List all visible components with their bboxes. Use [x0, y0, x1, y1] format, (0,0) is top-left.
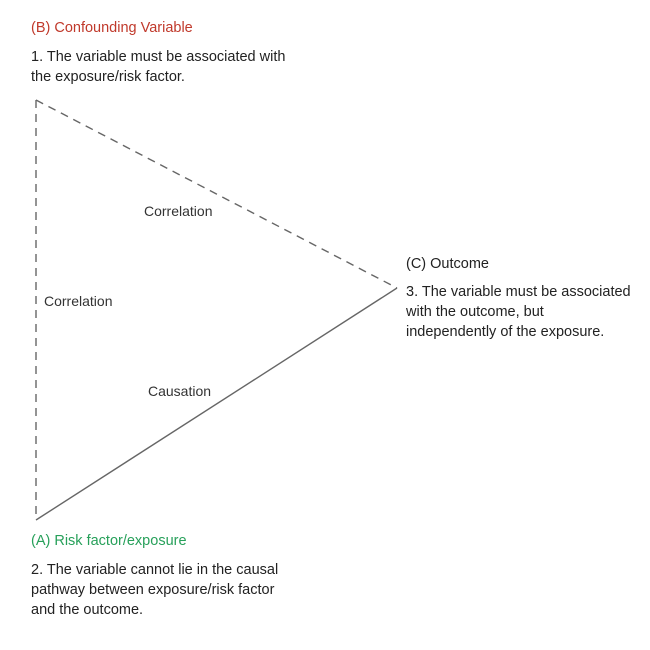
confounder-desc-line-1: 1. The variable must be associated with — [31, 49, 286, 65]
edge-confounder-outcome-line — [35, 99, 398, 289]
exposure-title: (A) Risk factor/exposure — [31, 533, 187, 549]
exposure-description: 2. The variable cannot lie in the causal… — [31, 560, 278, 620]
outcome-description: 3. The variable must be associated with … — [406, 282, 631, 342]
exposure-desc-line-3: and the outcome. — [31, 602, 144, 618]
outcome-desc-line-2: with the outcome, but — [406, 304, 544, 320]
confounder-description: 1. The variable must be associated with … — [31, 47, 285, 87]
outcome-title: (C) Outcome — [406, 256, 489, 272]
confounder-desc-line-2: the exposure/risk factor. — [31, 69, 185, 85]
edge-exposure-outcome-label: Causation — [148, 383, 212, 399]
confounder-title: (B) Confounding Variable — [31, 20, 193, 36]
exposure-desc-line-2: pathway between exposure/risk factor — [31, 582, 275, 598]
edge-confounder-exposure-label: Correlation — [44, 293, 113, 309]
exposure-desc-line-1: 2. The variable cannot lie in the causal — [31, 562, 279, 578]
edge-exposure-outcome-line — [35, 287, 398, 521]
outcome-desc-line-3: independently of the exposure. — [406, 324, 605, 340]
edge-confounder-outcome-label: Correlation — [144, 203, 213, 219]
outcome-desc-line-1: 3. The variable must be associated — [406, 284, 631, 300]
